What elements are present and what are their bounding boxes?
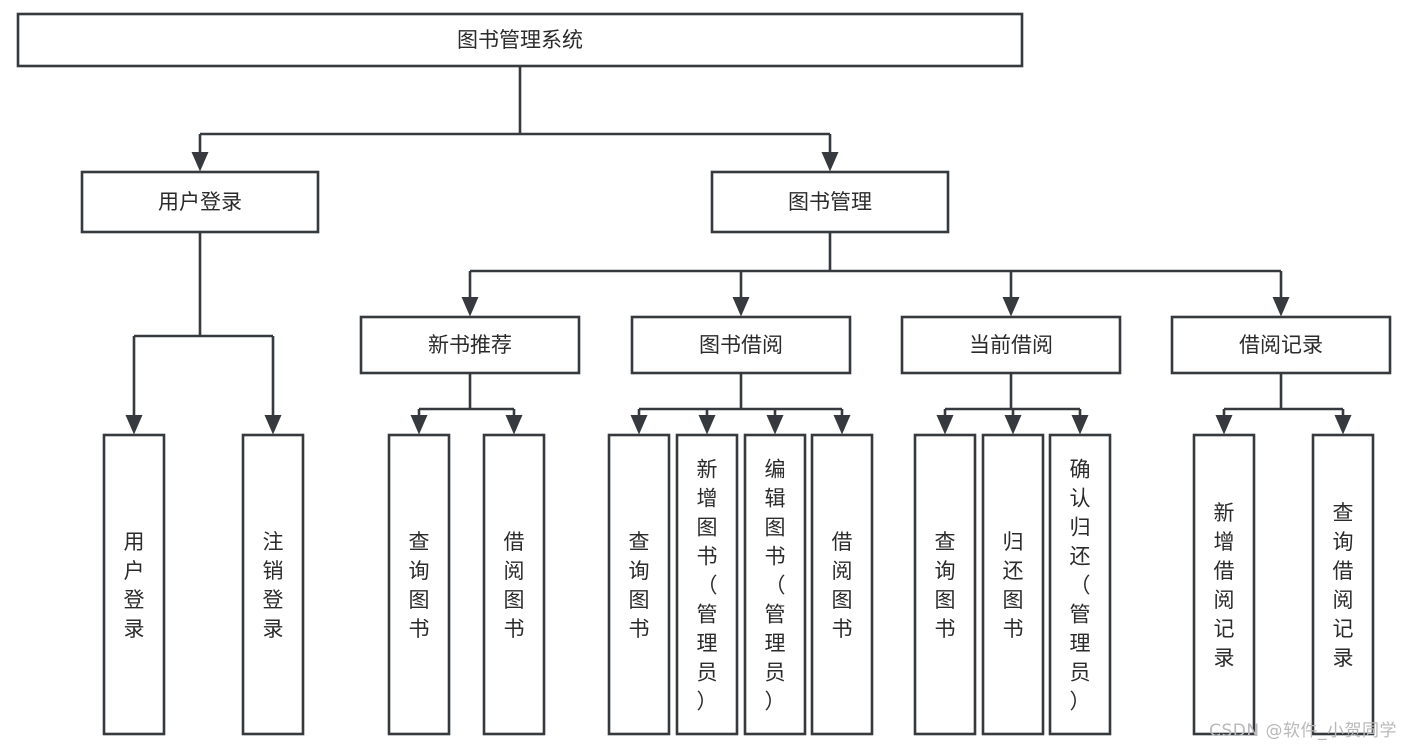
arrow-head-icon	[461, 297, 479, 317]
connectors-layer	[125, 66, 1352, 435]
node-leaf-user-logout[interactable]: 注销登录	[241, 433, 305, 736]
node-leaf-edit-book-admin[interactable]: 编辑图书（管理员）	[743, 433, 807, 736]
node-root[interactable]: 图书管理系统	[16, 12, 1024, 68]
node-leaf-query-book-2[interactable]: 查询图书	[607, 433, 671, 736]
node-leaf-return-book[interactable]: 归还图书	[981, 433, 1045, 736]
node-label: 查询图书	[409, 530, 430, 641]
connector-new-book-recommend-to-leaves	[410, 373, 523, 435]
node-box[interactable]	[359, 315, 581, 375]
node-box[interactable]	[102, 433, 166, 736]
node-label: 编辑图书（管理员）	[765, 458, 786, 714]
connector-root-to-level1	[191, 66, 839, 172]
arrow-head-icon	[505, 415, 523, 435]
node-label: 借阅图书	[832, 530, 853, 641]
node-book-borrow[interactable]: 图书借阅	[630, 315, 852, 375]
node-box[interactable]	[80, 170, 320, 234]
connector-book-management-to-level2	[461, 232, 1290, 317]
node-box[interactable]	[482, 433, 546, 736]
arrow-head-icon	[1334, 415, 1352, 435]
node-box[interactable]	[1192, 433, 1256, 736]
node-leaf-add-book-admin[interactable]: 新增图书（管理员）	[675, 433, 739, 736]
node-new-book-recommend[interactable]: 新书推荐	[359, 315, 581, 375]
node-borrow-records[interactable]: 借阅记录	[1170, 315, 1392, 375]
node-label: 归还图书	[1003, 530, 1024, 641]
node-box[interactable]	[743, 433, 807, 736]
node-label: 新书推荐	[428, 333, 512, 357]
node-box[interactable]	[607, 433, 671, 736]
node-leaf-query-borrow-record[interactable]: 查询借阅记录	[1311, 433, 1375, 736]
node-label: 新增图书（管理员）	[697, 458, 718, 714]
node-leaf-add-borrow-record[interactable]: 新增借阅记录	[1192, 433, 1256, 736]
arrow-head-icon	[1272, 297, 1290, 317]
nodes-layer: 图书管理系统用户登录图书管理新书推荐图书借阅当前借阅借阅记录用户登录注销登录查询…	[16, 12, 1392, 736]
node-box[interactable]	[981, 433, 1045, 736]
arrow-head-icon	[833, 415, 851, 435]
node-label: 注销登录	[263, 530, 284, 641]
node-leaf-confirm-return[interactable]: 确认归还（管理员）	[1048, 433, 1112, 736]
node-label: 图书借阅	[699, 333, 783, 357]
node-box[interactable]	[710, 170, 950, 234]
arrow-head-icon	[630, 415, 648, 435]
arrow-head-icon	[1215, 415, 1233, 435]
node-leaf-borrow-book-1[interactable]: 借阅图书	[482, 433, 546, 736]
node-box[interactable]	[913, 433, 977, 736]
node-label: 借阅记录	[1239, 333, 1323, 357]
node-leaf-query-book-3[interactable]: 查询图书	[913, 433, 977, 736]
node-label: 查询图书	[935, 530, 956, 641]
arrow-head-icon	[410, 415, 428, 435]
node-box[interactable]	[675, 433, 739, 736]
node-label: 图书管理	[788, 190, 872, 214]
node-leaf-user-login[interactable]: 用户登录	[102, 433, 166, 736]
node-box[interactable]	[900, 315, 1122, 375]
arrow-head-icon	[936, 415, 954, 435]
node-leaf-borrow-book-2[interactable]: 借阅图书	[810, 433, 874, 736]
node-box[interactable]	[387, 433, 451, 736]
node-label: 借阅图书	[504, 530, 525, 641]
node-box[interactable]	[16, 12, 1024, 68]
node-box[interactable]	[810, 433, 874, 736]
node-label: 图书管理系统	[457, 28, 583, 52]
arrow-head-icon	[1002, 297, 1020, 317]
node-label: 查询图书	[629, 530, 650, 641]
node-box[interactable]	[241, 433, 305, 736]
node-label: 当前借阅	[969, 333, 1053, 357]
arrow-head-icon	[766, 415, 784, 435]
arrow-head-icon	[264, 415, 282, 435]
arrow-head-icon	[821, 152, 839, 172]
node-box[interactable]	[1311, 433, 1375, 736]
node-box[interactable]	[1170, 315, 1392, 375]
arrow-head-icon	[125, 415, 143, 435]
node-label: 用户登录	[124, 530, 145, 641]
arrow-head-icon	[698, 415, 716, 435]
arrow-head-icon	[191, 152, 209, 172]
node-label: 用户登录	[158, 190, 242, 214]
node-box[interactable]	[630, 315, 852, 375]
node-user-login[interactable]: 用户登录	[80, 170, 320, 234]
connector-current-borrow-to-leaves	[936, 373, 1089, 435]
connector-book-borrow-to-leaves	[630, 373, 851, 435]
arrow-head-icon	[1004, 415, 1022, 435]
arrow-head-icon	[1071, 415, 1089, 435]
node-leaf-query-book-1[interactable]: 查询图书	[387, 433, 451, 736]
node-label: 确认归还（管理员）	[1070, 458, 1091, 714]
connector-user-login-to-leaves	[125, 232, 282, 435]
node-book-management[interactable]: 图书管理	[710, 170, 950, 234]
connector-borrow-records-to-leaves	[1215, 373, 1352, 435]
csdn-watermark: CSDN @软件_小贺同学	[1209, 721, 1397, 741]
node-label: 新增借阅记录	[1214, 501, 1235, 670]
node-label: 查询借阅记录	[1333, 501, 1354, 670]
arrow-head-icon	[732, 297, 750, 317]
node-box[interactable]	[1048, 433, 1112, 736]
node-current-borrow[interactable]: 当前借阅	[900, 315, 1122, 375]
